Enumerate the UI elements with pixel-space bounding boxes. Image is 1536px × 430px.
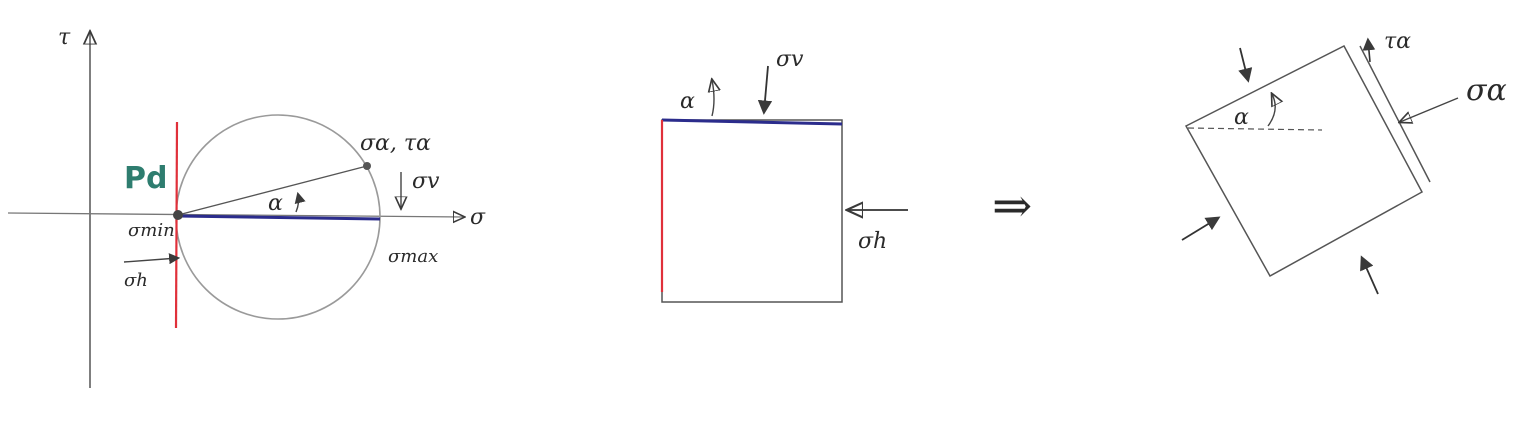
tau-alpha-arrow [1362,37,1376,63]
stress-point [363,162,371,170]
sigma-h-label: σh [124,270,148,291]
element-sigma-v-label: σv [776,47,804,72]
sigma-max-label: σmax [388,246,438,267]
alpha-arc [294,191,306,213]
principal-diameter [177,214,381,221]
element-alpha-arc [712,80,714,117]
pole-line [174,121,179,329]
radius-to-point [177,165,368,216]
tau-axis-label: τ [58,25,71,50]
implies-arrow: ⇒ [992,178,1032,234]
pole-point [173,210,183,220]
rotated-alpha-label: α [1234,105,1249,130]
pd-label: Pd [124,161,167,196]
rotated-panel: α τα σα [1181,29,1507,295]
sigma-min-label: σmin [128,220,175,241]
rotated-tau-label: τα [1384,29,1411,54]
mohr-panel: τ σ Pd σα, τα σv α σmin σmax σh [7,25,486,388]
shear-edge-line [1359,45,1431,183]
left-compression-arrow [1181,216,1221,241]
rotated-square [1184,44,1424,278]
element-panel: α σv σh [660,47,908,303]
sigma-h-arrow [123,253,181,265]
rotated-sigma-label: σα [1466,73,1507,108]
element-alpha-label: α [680,89,695,114]
rotated-alpha-arc [1267,94,1275,127]
element-top-edge [661,118,843,126]
bottom-compression-arrow [1360,255,1379,295]
element-sigma-h-label: σh [858,229,887,254]
point-label: σα, τα [360,131,431,156]
sigma-axis [7,213,464,217]
reference-line [1187,127,1323,131]
alpha-label: α [268,191,283,216]
sigma-axis-label: σ [470,205,486,230]
sigma-v-label: σv [412,169,440,194]
element-sigma-v-arrow [757,65,773,115]
top-compression-arrow [1238,47,1253,83]
element-square [661,119,843,303]
sigma-alpha-arrow [1400,97,1459,122]
